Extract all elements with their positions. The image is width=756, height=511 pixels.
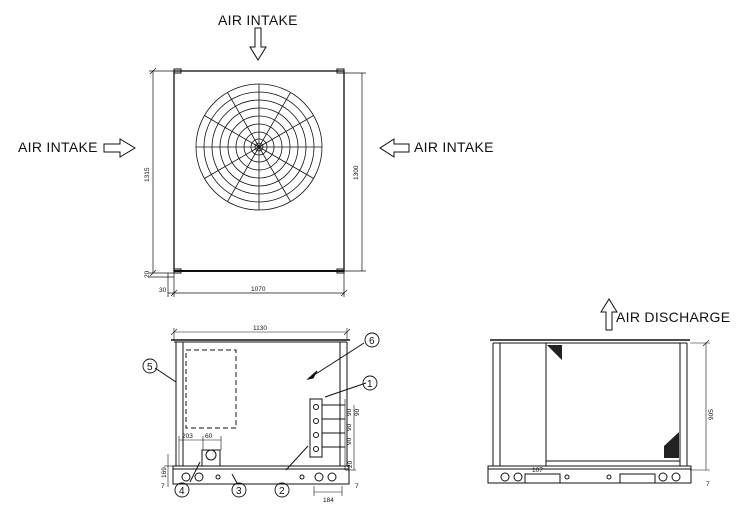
dim-left-offset: 203 [182,433,193,440]
dim-side-mid: 107 [532,467,543,474]
dim-base-gap: 20 [347,460,354,468]
dim-base-right-small: 7 [355,483,359,490]
air-intake-right-arrow [379,138,410,158]
side-view-hatching [547,345,679,458]
air-intake-left-label: AIR INTAKE [18,139,98,155]
front-view-dimension-lines [164,328,356,496]
service-ports [309,398,345,458]
electrical-box-outline [185,349,237,429]
dim-left-base: 169 [161,467,168,478]
dim-front-width: 1130 [253,325,267,332]
dim-small-width: 60 [205,433,213,440]
dim-small-base: 7 [161,483,165,490]
unit-side-view [487,339,692,484]
air-intake-right-label: AIR INTAKE [414,139,494,155]
dim-side-height: 905 [708,409,715,420]
air-discharge-label: AIR DISCHARGE [616,309,731,325]
dim-overall-height: 1315 [144,167,151,182]
fan-guard [195,83,323,211]
dim-port-spacing-1: 90 [346,408,353,416]
dim-side-base-small: 7 [706,481,710,488]
callout-circles [142,332,380,498]
callout-3: 3 [236,486,242,497]
callout-2: 2 [279,486,285,497]
top-view-dimension-lines [149,67,366,297]
dim-side-offset: 30 [159,287,167,294]
air-intake-top-arrow [249,27,267,61]
dim-port-spacing-2: 90 [346,423,353,431]
callout-4: 4 [179,486,185,497]
side-view-dimension-lines [690,339,710,471]
callout-1: 1 [367,379,373,390]
dim-port-spacing-3: 90 [346,437,353,445]
unit-front-view [154,339,367,485]
air-intake-left-arrow [103,138,136,158]
air-intake-top-label: AIR INTAKE [218,12,298,28]
callout-5: 5 [147,362,153,373]
dim-port-spacing-4: 90 [354,408,361,416]
dim-panel-height: 1300 [353,165,360,180]
dim-base-offset: 20 [144,270,151,278]
dim-bottom-right: 184 [323,497,334,504]
dim-panel-width: 1070 [251,286,266,293]
callout-6: 6 [369,336,375,347]
air-discharge-arrow [600,298,618,331]
